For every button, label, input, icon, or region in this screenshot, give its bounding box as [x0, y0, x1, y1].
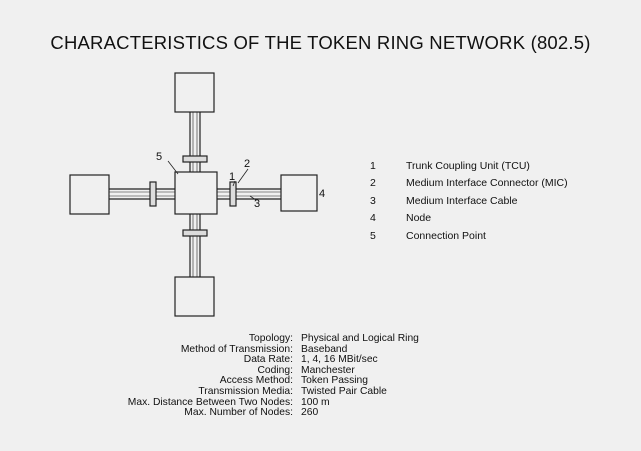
legend-item: 5 Connection Point: [370, 228, 568, 245]
spec-row: Method of Transmission: Baseband: [90, 343, 419, 356]
spec-label: Data Rate:: [243, 354, 293, 366]
spec-label: Coding:: [257, 364, 294, 376]
spec-value: 1, 4, 16 MBit/sec: [301, 354, 378, 366]
spec-label: Access Method:: [219, 375, 293, 387]
legend-text: Medium Interface Cable: [406, 194, 518, 207]
legend-text: Connection Point: [406, 229, 486, 242]
node-top: [174, 72, 215, 113]
specs-table: Topology: Physical and Logical Ring Meth…: [90, 333, 419, 419]
node-bottom: [174, 276, 215, 317]
legend-text: Node: [406, 212, 432, 225]
callout-4: 4: [319, 188, 325, 200]
spec-row: Data Rate: 1, 4, 16 MBit/sec: [90, 355, 419, 366]
legend-number: 2: [370, 177, 376, 190]
legend-item: 4 Node: [370, 210, 568, 227]
spec-row: Max. Number of Nodes: 260: [90, 408, 419, 419]
mic-top: [182, 155, 208, 163]
spec-value: Twisted Pair Cable: [301, 385, 387, 397]
spec-row: Coding: Manchester: [90, 364, 419, 377]
legend-item: 1 Trunk Coupling Unit (TCU): [370, 158, 568, 175]
legend-number: 3: [370, 194, 376, 207]
spec-value: 100 m: [301, 396, 330, 408]
legend-text: Trunk Coupling Unit (TCU): [406, 160, 530, 172]
node-left: [69, 174, 110, 215]
legend-item: 2 Medium Interface Connector (MIC): [370, 175, 568, 192]
legend-item: 3 Medium Interface Cable: [370, 193, 568, 210]
mic-bottom: [182, 229, 208, 237]
node-right: [280, 174, 318, 212]
callout-3: 3: [254, 198, 260, 210]
spec-label: Transmission Media:: [198, 385, 293, 397]
spec-label: Max. Distance Between Two Nodes:: [127, 396, 293, 408]
spec-label: Method of Transmission:: [180, 343, 293, 355]
spec-value: Baseband: [301, 343, 348, 355]
legend-number: 4: [370, 212, 376, 225]
spec-label: Topology:: [248, 333, 293, 344]
legend-number: 5: [370, 229, 376, 242]
legend-text: Medium Interface Connector (MIC): [406, 177, 568, 190]
callout-5: 5: [156, 151, 162, 163]
spec-row: Topology: Physical and Logical Ring: [90, 333, 419, 345]
spec-row: Max. Distance Between Two Nodes: 100 m: [90, 396, 419, 409]
legend-number: 1: [370, 160, 376, 172]
spec-row: Access Method: Token Passing: [90, 376, 419, 387]
spec-label: Max. Number of Nodes:: [184, 407, 293, 419]
spec-value: Physical and Logical Ring: [301, 333, 419, 344]
spec-value: 260: [301, 407, 319, 419]
spec-row: Transmission Media: Twisted Pair Cable: [90, 385, 419, 398]
spec-value: Manchester: [301, 364, 355, 376]
legend: 1 Trunk Coupling Unit (TCU) 2 Medium Int…: [370, 158, 568, 245]
spec-value: Token Passing: [301, 375, 368, 387]
mic-left: [149, 181, 157, 207]
hub: [174, 171, 218, 215]
page-title: CHARACTERISTICS OF THE TOKEN RING NETWOR…: [50, 32, 591, 53]
mic-right: [229, 181, 237, 207]
callout-2: 2: [244, 158, 250, 170]
callout-1: 1: [229, 171, 235, 183]
